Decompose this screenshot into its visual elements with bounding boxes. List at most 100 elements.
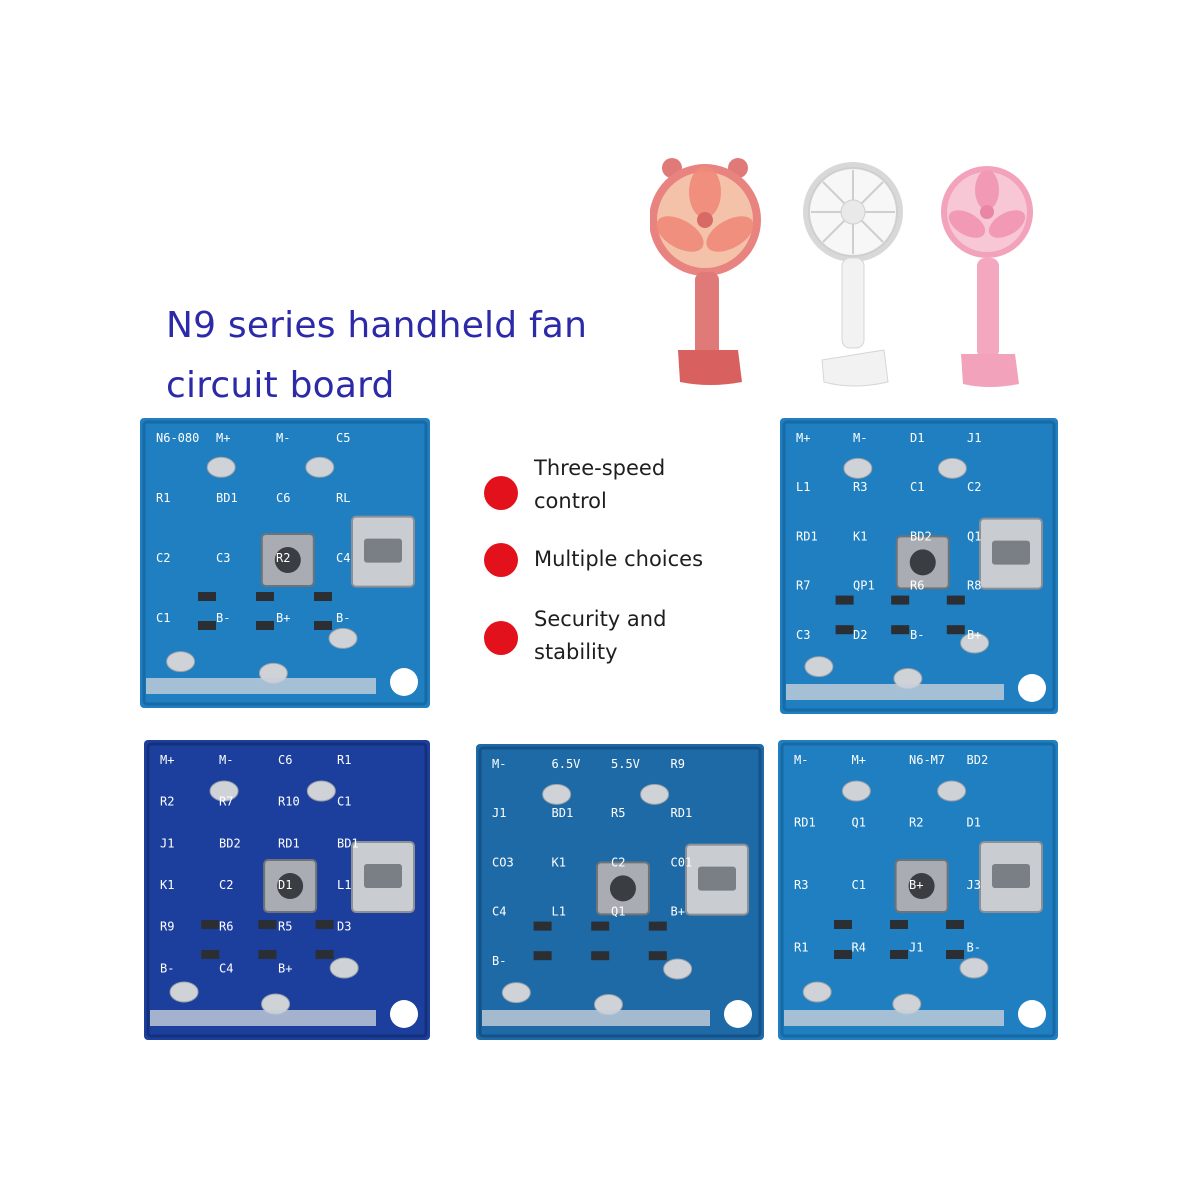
silkscreen-label: BD2 (219, 836, 241, 850)
silkscreen-label: C2 (219, 878, 233, 892)
silkscreen-label: D1 (278, 878, 292, 892)
solder-pad (501, 982, 531, 1004)
silkscreen-label: M+ (160, 753, 174, 767)
silkscreen-label: R4 (852, 941, 866, 955)
silkscreen-label: BD1 (552, 806, 574, 820)
silkscreen-label: C1 (337, 795, 351, 809)
silkscreen-label: R2 (276, 551, 290, 565)
silkscreen-label: R2 (160, 795, 174, 809)
silkscreen-label: C2 (967, 480, 981, 494)
silkscreen-label: B+ (909, 878, 923, 892)
smd-component (258, 950, 277, 959)
silkscreen-label: D1 (910, 431, 924, 445)
smd-component (314, 621, 332, 630)
solder-pad (960, 632, 990, 654)
silkscreen-label: R8 (967, 579, 981, 593)
white-handheld-fan-icon (803, 162, 903, 387)
solder-pad (166, 651, 196, 673)
smd-component (201, 950, 220, 959)
silkscreen-label: B- (216, 611, 230, 625)
silkscreen-label: B- (336, 611, 350, 625)
silkscreen-label: C1 (156, 611, 170, 625)
solder-pad (169, 981, 199, 1003)
silkscreen-label: R5 (611, 806, 625, 820)
silkscreen-label: RL (336, 491, 350, 505)
product-title: N9 series handheld fan circuit board (166, 296, 587, 416)
silkscreen-label: J1 (492, 806, 506, 820)
feature-text: Multiple choices (534, 547, 704, 571)
mounting-hole (724, 1000, 752, 1028)
solder-pad (640, 783, 670, 805)
silkscreen-label: N6-080 (156, 431, 199, 445)
silkscreen-label: R1 (337, 753, 351, 767)
mounting-hole (1018, 1000, 1046, 1028)
silkscreen-label: L1 (796, 480, 810, 494)
silkscreen-label: B+ (278, 961, 292, 975)
silkscreen-label: Q1 (611, 905, 625, 919)
smd-component (648, 951, 667, 961)
silkscreen-label: C3 (216, 551, 230, 565)
mounting-hole (390, 668, 418, 696)
smd-component (198, 592, 216, 601)
silkscreen-label: Q1 (852, 816, 866, 830)
smd-component (533, 951, 552, 961)
silkscreen-label: RD1 (794, 816, 816, 830)
silkscreen-label: CO3 (492, 855, 514, 869)
title-line-2: circuit board (166, 365, 395, 406)
silkscreen-label: K1 (552, 855, 566, 869)
silkscreen-label: D1 (967, 816, 981, 830)
smd-component (648, 921, 667, 931)
silkscreen-label: M+ (852, 753, 866, 767)
solder-pad (802, 981, 832, 1003)
silkscreen-label: R3 (794, 878, 808, 892)
silkscreen-label: M- (853, 431, 867, 445)
silkscreen-label: C5 (336, 431, 350, 445)
bullet-icon (484, 543, 518, 577)
smd-component (834, 950, 852, 959)
silkscreen-label: B- (492, 954, 506, 968)
solder-pad (959, 957, 989, 979)
silkscreen-label: C01 (671, 855, 693, 869)
smd-component (891, 595, 910, 605)
solder-pad (306, 780, 336, 802)
silkscreen-label: R9 (671, 757, 685, 771)
silkscreen-label: 6.5V (552, 757, 581, 771)
solder-pad (542, 783, 572, 805)
smd-component (946, 950, 964, 959)
pink-handheld-fan-icon (941, 166, 1033, 387)
silkscreen-label: L1 (552, 905, 566, 919)
smd-component (315, 920, 334, 929)
silkscreen-label: BD2 (967, 753, 989, 767)
smd-component (591, 951, 610, 961)
silkscreen-label: M+ (796, 431, 810, 445)
solder-pad (329, 957, 359, 979)
silkscreen-label: R1 (794, 941, 808, 955)
silkscreen-label: J1 (967, 431, 981, 445)
solder-pad (843, 457, 873, 479)
solder-pad (305, 456, 335, 478)
silkscreen-label: BD2 (910, 529, 932, 543)
silkscreen-label: D3 (337, 920, 351, 934)
silkscreen-label: M- (276, 431, 290, 445)
mounting-hole (1018, 674, 1046, 702)
silkscreen-label: C4 (492, 905, 506, 919)
silkscreen-label: B+ (967, 628, 981, 642)
mounting-hole (390, 1000, 418, 1028)
silkscreen-label: R9 (160, 920, 174, 934)
silkscreen-label: R6 (219, 920, 233, 934)
solder-pad (804, 656, 834, 678)
smd-component (946, 920, 964, 929)
smd-component (256, 592, 274, 601)
smd-component (834, 920, 852, 929)
silkscreen-label: K1 (853, 529, 867, 543)
silkscreen-label: R10 (278, 795, 300, 809)
silkscreen-label: R5 (278, 920, 292, 934)
silkscreen-label: C1 (852, 878, 866, 892)
silkscreen-label: R1 (156, 491, 170, 505)
silkscreen-label: C3 (796, 628, 810, 642)
